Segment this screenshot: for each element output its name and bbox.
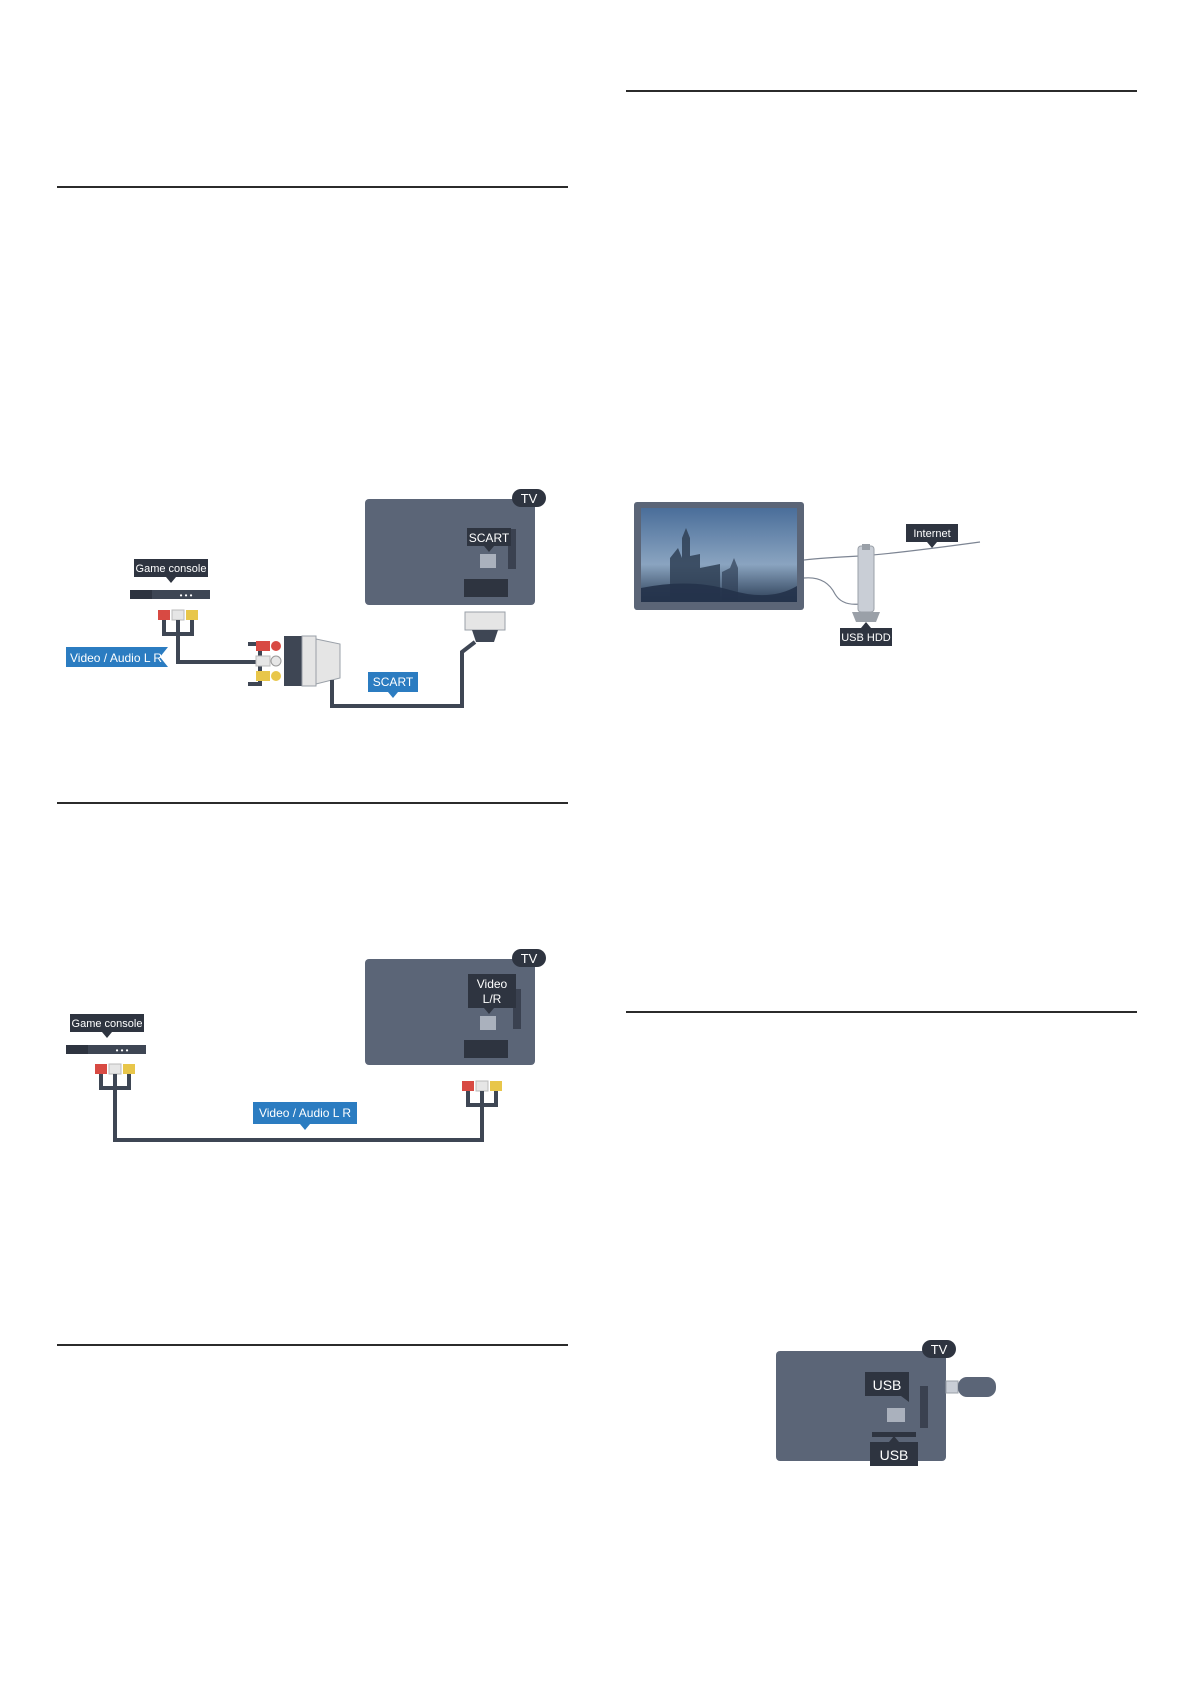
svg-text:Game console: Game console [72,1018,143,1030]
usb-cable [803,577,861,605]
tv-tag: TV [512,489,546,507]
svg-text:USB: USB [880,1447,909,1463]
tv-screen-illustration [634,502,804,610]
svg-text:SCART: SCART [373,675,414,689]
game-console-illustration: • • • [130,590,210,600]
rca-plugs-console [158,609,260,664]
section-divider-right-1 [626,90,1137,92]
internet-cable [803,541,981,561]
usb-hdd-label: USB HDD [840,622,892,646]
scart-cable [330,640,477,708]
svg-text:• • •: • • • [180,591,193,600]
tv-tag: TV [512,949,546,967]
tv-illustration [776,1351,946,1461]
video-audio-cable-label: Video / Audio L R [66,647,168,667]
svg-text:• • •: • • • [116,1046,129,1055]
svg-text:USB: USB [873,1377,902,1393]
scart-plug-tv [464,611,506,642]
usb-hdd-connection-diagram: USB HDD Internet [630,498,1010,658]
svg-text:Video: Video [477,977,508,991]
svg-text:Video / Audio L R: Video / Audio L R [70,651,162,665]
svg-text:TV: TV [521,491,538,506]
usb-port-label-top: USB [865,1372,909,1402]
video-audio-cable-label: Video / Audio L R [253,1102,357,1130]
usb-connection-diagram: TV USB USB [770,1334,1010,1474]
svg-text:TV: TV [931,1342,948,1357]
video-audio-cable [113,1088,484,1142]
svg-text:SCART: SCART [469,531,510,545]
section-divider-right-2 [626,1011,1137,1013]
scart-connection-diagram: TV SCART • • • Game console [60,484,560,724]
game-console-label: Game console [134,559,208,583]
rca-plugs-console [95,1063,135,1090]
usb-hdd-device [852,544,880,622]
usb-stick-icon [945,1377,996,1397]
video-audio-connection-diagram: TV Video L/R • • • Game console [60,944,560,1154]
section-divider-left-1 [57,186,568,188]
svg-text:TV: TV [521,951,538,966]
svg-text:Game console: Game console [136,563,207,575]
scart-adapter [248,635,341,687]
svg-text:L/R: L/R [483,992,502,1006]
rca-plugs-tv [462,1080,502,1107]
internet-label: Internet [906,524,958,548]
svg-text:Internet: Internet [913,528,950,540]
scart-port-label: SCART [467,528,511,552]
usb-port-label-bottom: USB [870,1436,918,1466]
video-lr-port-label: Video L/R [468,974,516,1014]
game-console-illustration: • • • [66,1045,146,1055]
svg-text:Video / Audio L R: Video / Audio L R [259,1106,351,1120]
tv-illustration [365,499,535,605]
tv-tag: TV [922,1340,956,1358]
game-console-label: Game console [70,1014,144,1038]
section-divider-left-3 [57,1344,568,1346]
scart-cable-label: SCART [368,672,418,698]
svg-text:USB HDD: USB HDD [841,632,891,644]
section-divider-left-2 [57,802,568,804]
